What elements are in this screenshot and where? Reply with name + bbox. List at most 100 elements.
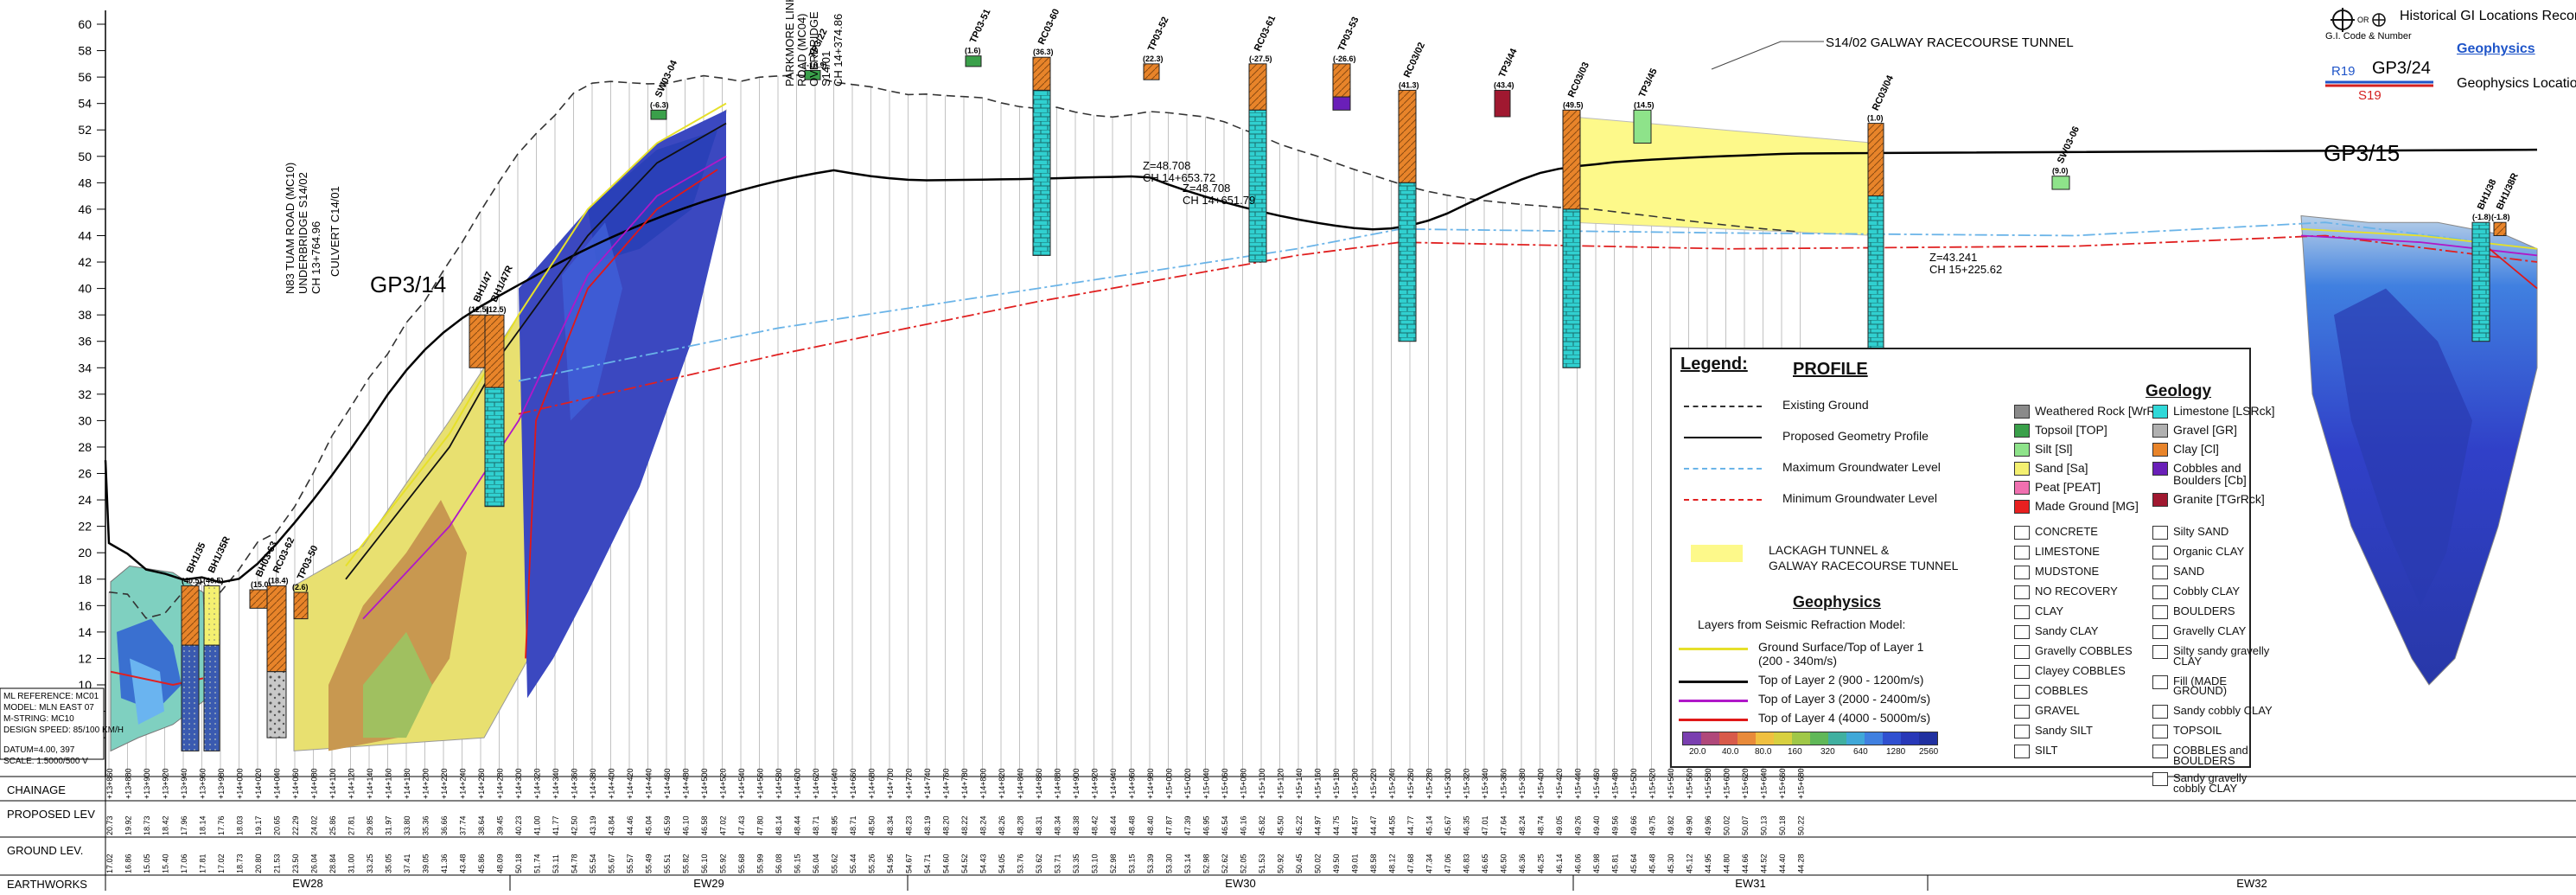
proposed-level-value: 45.59 bbox=[663, 815, 672, 835]
proposed-level-value: 29.85 bbox=[366, 815, 374, 835]
section-ew28-core bbox=[117, 618, 182, 712]
colorbar-swatch bbox=[1883, 732, 1901, 745]
proposed-level-value: 18.42 bbox=[162, 815, 170, 835]
ground-level-value: 55.92 bbox=[719, 853, 728, 873]
geology-label: Sand [Sa] bbox=[2035, 461, 2088, 475]
proposed-level-value: 48.38 bbox=[1072, 815, 1081, 835]
info-box-line: ML REFERENCE: MC01 bbox=[3, 692, 99, 701]
chainage-value: +15+140 bbox=[1295, 768, 1304, 799]
ground-level-value: 28.84 bbox=[328, 853, 337, 873]
borehole-sub: (40.5) bbox=[203, 576, 224, 585]
overbridge-annotation: S14/01 bbox=[819, 51, 832, 86]
axis-tick-label: 44 bbox=[78, 228, 92, 242]
geology-swatch bbox=[2014, 500, 2030, 514]
lithology-label: COBBLES bbox=[2035, 684, 2088, 697]
lithology-label: Gravelly COBBLES bbox=[2035, 644, 2133, 657]
geology-label: Peat [PEAT] bbox=[2035, 480, 2101, 494]
geology-label: Cobbles and bbox=[2173, 461, 2241, 475]
borehole-tp03-52: TP03-52(22.3) bbox=[1143, 16, 1171, 80]
proposed-level-value: 22.29 bbox=[291, 815, 300, 835]
earthworks-label: EW31 bbox=[1735, 877, 1765, 890]
geophysics-section-label: GP3/14 bbox=[370, 272, 446, 297]
proposed-level-value: 46.10 bbox=[682, 815, 691, 835]
chainage-value: +15+100 bbox=[1258, 768, 1266, 799]
lithology-label: Sandy CLAY bbox=[2035, 624, 2099, 637]
proposed-level-value: 48.74 bbox=[1537, 815, 1546, 835]
bridge-annotation: N83 TUAM ROAD (MC10) bbox=[284, 163, 296, 294]
lithology-swatch bbox=[2152, 605, 2168, 619]
proposed-level-value: 47.01 bbox=[1481, 815, 1489, 835]
geology-swatch bbox=[2014, 481, 2030, 495]
ground-level-value: 48.12 bbox=[1388, 853, 1397, 873]
ground-level-value: 51.53 bbox=[1258, 853, 1266, 873]
ground-level-value: 55.49 bbox=[645, 853, 654, 873]
chainage-value: +15+260 bbox=[1406, 768, 1415, 799]
axis-tick-label: 38 bbox=[78, 308, 92, 322]
ground-level-value: 52.05 bbox=[1240, 853, 1248, 873]
axis-tick-label: 42 bbox=[78, 255, 92, 269]
chainage-value: +13+980 bbox=[217, 768, 226, 799]
proposed-level-value: 48.95 bbox=[831, 815, 839, 835]
borehole-id: TP03-51 bbox=[968, 8, 993, 45]
axis-tick-label: 54 bbox=[78, 97, 92, 111]
section-gp315-deep bbox=[2334, 288, 2472, 606]
velocity-colorbar bbox=[1682, 732, 1938, 745]
ground-level-value: 50.45 bbox=[1295, 853, 1304, 873]
borehole-sub: (12.5) bbox=[469, 305, 489, 314]
borehole-sub: (-27.5) bbox=[1249, 54, 1272, 63]
lithology-swatch bbox=[2014, 546, 2030, 559]
borehole-column bbox=[293, 591, 309, 620]
proposed-level-value: 38.64 bbox=[477, 815, 486, 835]
chainage-value: +15+580 bbox=[1704, 768, 1712, 799]
lithology-label: Sandy gravelly bbox=[2173, 771, 2248, 785]
profile-legend-line bbox=[1684, 468, 1762, 470]
proposed-level-value: 19.17 bbox=[254, 815, 263, 835]
section-gp314-deep bbox=[588, 130, 717, 263]
ground-level-value: 55.67 bbox=[608, 853, 616, 873]
lithology-swatch bbox=[2014, 625, 2030, 639]
chainage-value: +15+360 bbox=[1500, 768, 1508, 799]
proposed-level-value: 49.90 bbox=[1686, 815, 1694, 835]
ground-level-value: 56.10 bbox=[700, 853, 709, 873]
lithology-swatch bbox=[2014, 605, 2030, 619]
ground-level-value: 52.98 bbox=[1202, 853, 1211, 873]
lithology-swatch bbox=[2014, 685, 2030, 699]
axis-tick-label: 12 bbox=[78, 651, 92, 665]
lithology-label: COBBLES and bbox=[2173, 744, 2248, 757]
chainage-value: +15+160 bbox=[1314, 768, 1323, 799]
proposed-level-value: 31.97 bbox=[385, 815, 393, 835]
ground-level-value: 50.92 bbox=[1277, 853, 1285, 873]
ground-level-value: 45.86 bbox=[477, 853, 486, 873]
chainage-value: +14+460 bbox=[663, 768, 672, 799]
overbridge-annotation: PARKMORE LINK bbox=[783, 0, 796, 86]
borehole-lower bbox=[203, 644, 220, 751]
colorbar-label: 80.0 bbox=[1755, 747, 1772, 757]
overbridge-annotation: ROAD (MC04) bbox=[795, 13, 808, 86]
borehole-rc03-62: RC03-62(18.4) bbox=[266, 536, 296, 738]
bridge-annotation: UNDERBRIDGE S14/02 bbox=[296, 172, 309, 294]
lithology-label: SILT bbox=[2035, 744, 2058, 757]
ground-level-value: 50.18 bbox=[514, 853, 523, 873]
borehole-upper bbox=[1248, 63, 1267, 111]
section-ew28-inner bbox=[130, 658, 164, 725]
colorbar-label: 160 bbox=[1788, 747, 1802, 757]
ground-level-value: 15.05 bbox=[143, 853, 151, 873]
proposed-level-value: 48.71 bbox=[849, 815, 858, 835]
proposed-level-value: 45.22 bbox=[1295, 815, 1304, 835]
borehole-column bbox=[469, 314, 486, 368]
borehole-column bbox=[2471, 221, 2490, 342]
geology-swatch bbox=[2152, 424, 2168, 438]
proposed-level-value: 49.26 bbox=[1574, 815, 1583, 835]
chainage-value: +14+020 bbox=[254, 768, 263, 799]
axis-tick-label: 36 bbox=[78, 335, 92, 348]
axis-tick-label: 24 bbox=[78, 493, 92, 507]
chainage-value: +14+200 bbox=[422, 768, 430, 799]
geology-swatch bbox=[2152, 462, 2168, 476]
chainage-value: +14+380 bbox=[589, 768, 597, 799]
ground-level-value: 47.06 bbox=[1444, 853, 1452, 873]
chainage-value: +14+700 bbox=[886, 768, 895, 799]
info-box-line: MODEL: MLN EAST 07 bbox=[3, 703, 94, 713]
proposed-level-value: 17.96 bbox=[180, 815, 188, 835]
proposed-level-value: 18.73 bbox=[143, 815, 151, 835]
